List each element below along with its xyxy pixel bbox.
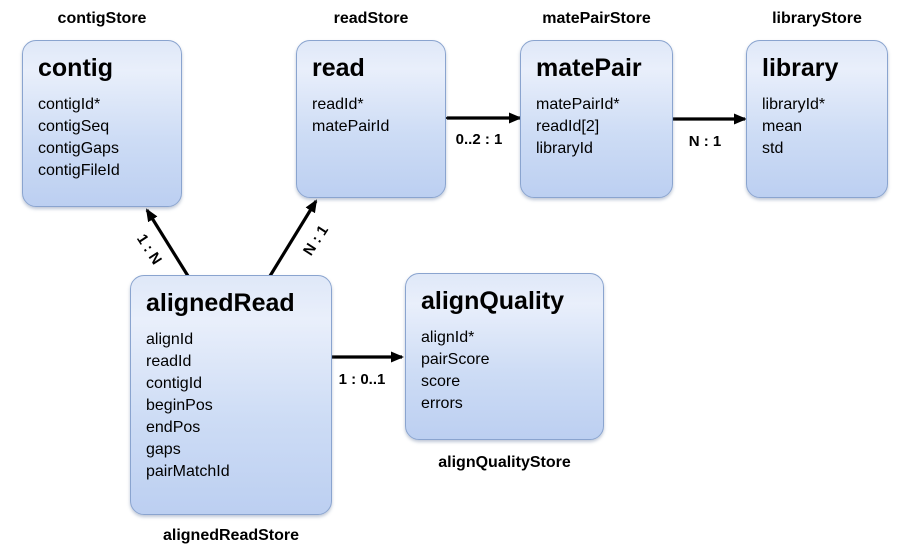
store-label-read: readStore bbox=[333, 10, 409, 27]
store-label-alignquality: alignQualityStore bbox=[438, 454, 571, 471]
field: errors bbox=[421, 395, 463, 412]
entity-read: read readId* matePairId bbox=[296, 40, 446, 198]
field: alignId bbox=[146, 331, 194, 348]
field: matePairId* bbox=[536, 96, 620, 113]
field: beginPos bbox=[146, 397, 213, 414]
entity-library: library libraryId* mean std bbox=[746, 40, 888, 198]
field: score bbox=[421, 373, 461, 390]
field: pairScore bbox=[421, 351, 490, 368]
field: contigId bbox=[146, 375, 203, 392]
entity-alignedread: alignedRead alignId readId contigId begi… bbox=[130, 275, 332, 515]
field: contigId* bbox=[38, 96, 101, 113]
entity-title-library: library bbox=[762, 54, 839, 82]
store-label-alignedread: alignedReadStore bbox=[162, 527, 300, 544]
field: alignId* bbox=[421, 329, 475, 346]
field: readId bbox=[146, 353, 192, 370]
cardinality-alignedread-contig: 1 : N bbox=[133, 231, 165, 268]
field: libraryId bbox=[536, 140, 593, 157]
store-label-matepair: matePairStore bbox=[542, 10, 651, 27]
entity-fields-matepair: matePairId* readId[2] libraryId bbox=[536, 94, 657, 160]
field: readId[2] bbox=[536, 118, 600, 135]
cardinality-matepair-library: N : 1 bbox=[688, 133, 722, 150]
entity-fields-alignedread: alignId readId contigId beginPos endPos … bbox=[146, 329, 316, 483]
entity-alignquality: alignQuality alignId* pairScore score er… bbox=[405, 273, 604, 440]
cardinality-read-matepair: 0..2 : 1 bbox=[455, 131, 503, 148]
field: std bbox=[762, 140, 784, 157]
entity-matepair: matePair matePairId* readId[2] libraryId bbox=[520, 40, 673, 198]
field: gaps bbox=[146, 441, 181, 458]
field: pairMatchId bbox=[146, 463, 230, 480]
field: contigGaps bbox=[38, 140, 119, 157]
field: contigSeq bbox=[38, 118, 110, 135]
entity-title-alignedread: alignedRead bbox=[146, 289, 295, 317]
field: libraryId* bbox=[762, 96, 826, 113]
entity-title-contig: contig bbox=[38, 54, 113, 82]
entity-title-alignquality: alignQuality bbox=[421, 287, 565, 315]
entity-fields-alignquality: alignId* pairScore score errors bbox=[421, 327, 588, 415]
entity-title-matepair: matePair bbox=[536, 54, 642, 82]
cardinality-alignedread-alignquality: 1 : 0..1 bbox=[338, 371, 386, 388]
store-label-library: libraryStore bbox=[772, 10, 862, 27]
field: contigFileId bbox=[38, 162, 120, 179]
field: readId* bbox=[312, 96, 364, 113]
entity-title-read: read bbox=[312, 54, 365, 82]
field: endPos bbox=[146, 419, 201, 436]
field: mean bbox=[762, 118, 803, 135]
entity-fields-library: libraryId* mean std bbox=[762, 94, 872, 160]
entity-fields-contig: contigId* contigSeq contigGaps contigFil… bbox=[38, 94, 166, 182]
entity-contig: contig contigId* contigSeq contigGaps co… bbox=[22, 40, 182, 207]
entity-fields-read: readId* matePairId bbox=[312, 94, 430, 138]
field: matePairId bbox=[312, 118, 390, 135]
cardinality-alignedread-read: N : 1 bbox=[300, 222, 332, 259]
store-label-contig: contigStore bbox=[57, 10, 147, 27]
